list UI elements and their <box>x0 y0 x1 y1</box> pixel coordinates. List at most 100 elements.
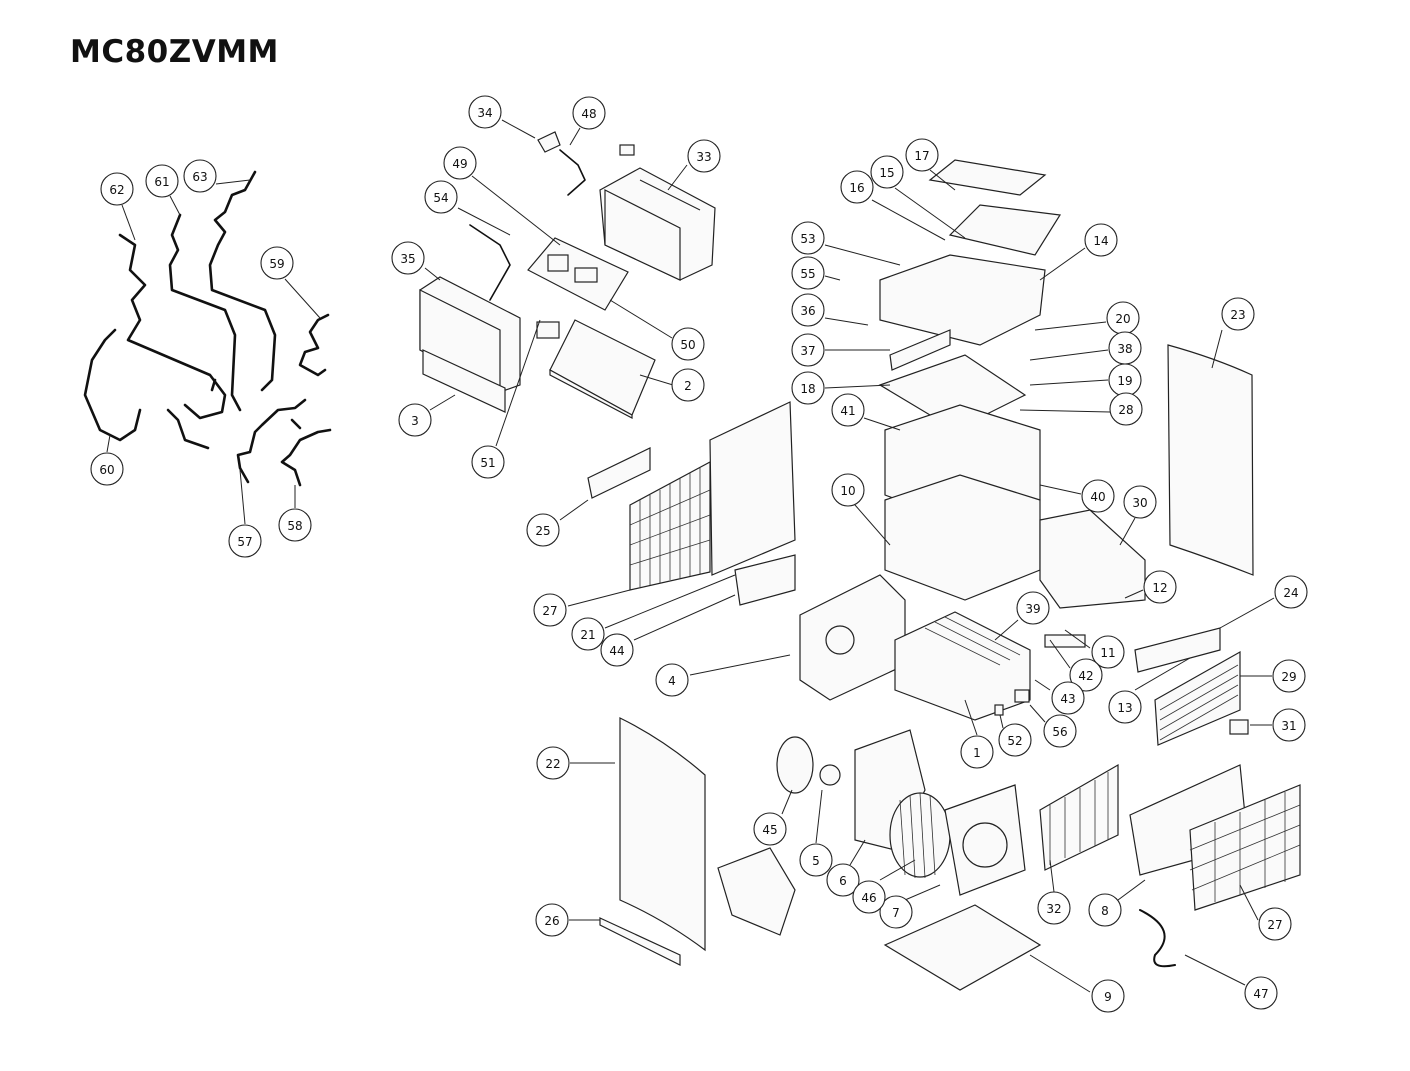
callout-number: 52 <box>1007 734 1022 748</box>
callout-circle <box>533 593 567 627</box>
part-callout: 24 <box>1274 575 1308 609</box>
leader-line <box>849 839 866 866</box>
part-callout: 10 <box>831 473 865 507</box>
leader-line <box>429 394 456 411</box>
callout-number: 10 <box>840 484 855 498</box>
part-callout: 37 <box>791 333 825 367</box>
callout-circle <box>600 633 634 667</box>
callout-number: 57 <box>237 535 252 549</box>
front-panel <box>599 717 796 966</box>
callout-circle <box>791 293 825 327</box>
leader-line <box>567 589 631 607</box>
leader-line <box>1039 484 1082 495</box>
part-callout: 55 <box>791 256 825 290</box>
base-pan <box>883 904 1042 991</box>
callout-number: 23 <box>1230 308 1245 322</box>
leader-line <box>559 499 589 521</box>
callout-number: 32 <box>1046 902 1061 916</box>
part-callout: 6 <box>826 863 860 897</box>
part-callout: 13 <box>1108 690 1142 724</box>
callout-number: 20 <box>1115 312 1130 326</box>
callout-circle <box>799 843 833 877</box>
callout-number: 12 <box>1152 581 1167 595</box>
callout-number: 30 <box>1132 496 1147 510</box>
left-grille <box>587 401 796 591</box>
callout-circle <box>1109 392 1143 426</box>
leader-line <box>815 789 823 844</box>
right-side-panel <box>1044 344 1254 746</box>
callout-circle <box>1258 907 1292 941</box>
callout-number: 21 <box>580 628 595 642</box>
part-callout: 42 <box>1069 658 1103 692</box>
callout-circle <box>1272 708 1306 742</box>
callout-circle <box>183 159 217 193</box>
cabinet-frame <box>878 159 1146 609</box>
leader-line <box>1019 409 1111 413</box>
callout-number: 26 <box>544 914 559 928</box>
callout-circle <box>278 508 312 542</box>
callout-circle <box>840 170 874 204</box>
callout-number: 63 <box>192 170 207 184</box>
callout-circle <box>852 880 886 914</box>
part-callout: 16 <box>840 170 874 204</box>
leader-line <box>1239 884 1259 921</box>
callout-circle <box>468 95 502 129</box>
part-callout: 8 <box>1088 893 1122 927</box>
part-callout: 43 <box>1051 681 1085 715</box>
part-callout: 4 <box>655 663 689 697</box>
callout-circle <box>870 155 904 189</box>
part-callout: 59 <box>260 246 294 280</box>
callout-number: 58 <box>287 519 302 533</box>
callout-number: 5 <box>812 854 820 868</box>
part-callout: 35 <box>391 241 425 275</box>
callout-number: 34 <box>477 106 492 120</box>
control-panel-cover <box>419 276 521 413</box>
callout-circle <box>90 452 124 486</box>
leader-line <box>1029 704 1046 723</box>
part-callout: 57 <box>228 524 262 558</box>
callout-number: 6 <box>839 874 847 888</box>
callout-number: 37 <box>800 344 815 358</box>
callout-number: 44 <box>609 644 624 658</box>
callout-number: 54 <box>433 191 448 205</box>
leader-line <box>1034 321 1107 331</box>
callout-number: 47 <box>1253 987 1268 1001</box>
leader-line <box>879 859 916 881</box>
callout-circle <box>1221 297 1255 331</box>
part-callout: 29 <box>1272 659 1306 693</box>
callout-circle <box>1272 659 1306 693</box>
leader-line <box>667 164 688 191</box>
part-callout: 38 <box>1108 331 1142 365</box>
leader-line <box>1124 589 1144 599</box>
callout-number: 51 <box>480 456 495 470</box>
part-callout: 58 <box>278 508 312 542</box>
callout-circle <box>791 333 825 367</box>
callout-number: 15 <box>879 166 894 180</box>
leader-line <box>121 204 136 241</box>
callout-number: 36 <box>800 304 815 318</box>
part-callout: 11 <box>1091 635 1125 669</box>
part-callout: 47 <box>1244 976 1278 1010</box>
callout-number: 28 <box>1118 403 1133 417</box>
leader-line <box>1039 247 1086 281</box>
leader-lines <box>106 119 1275 993</box>
callout-number: 1 <box>973 746 981 760</box>
leader-line <box>169 195 181 216</box>
callout-circle <box>1088 893 1122 927</box>
callout-circle <box>1108 690 1142 724</box>
leader-line <box>604 574 736 629</box>
leader-line <box>239 469 246 525</box>
part-callout: 5 <box>799 843 833 877</box>
leader-line <box>894 187 966 239</box>
callout-number: 50 <box>680 338 695 352</box>
callout-number: 42 <box>1078 669 1093 683</box>
callout-circle <box>1016 591 1050 625</box>
part-callout: 20 <box>1106 301 1140 335</box>
part-callout: 54 <box>424 180 458 214</box>
callout-circle <box>145 164 179 198</box>
part-callout: 30 <box>1123 485 1157 519</box>
callout-number: 39 <box>1025 602 1040 616</box>
part-callout: 34 <box>468 95 502 129</box>
callout-number: 60 <box>99 463 114 477</box>
callout-number: 38 <box>1117 342 1132 356</box>
